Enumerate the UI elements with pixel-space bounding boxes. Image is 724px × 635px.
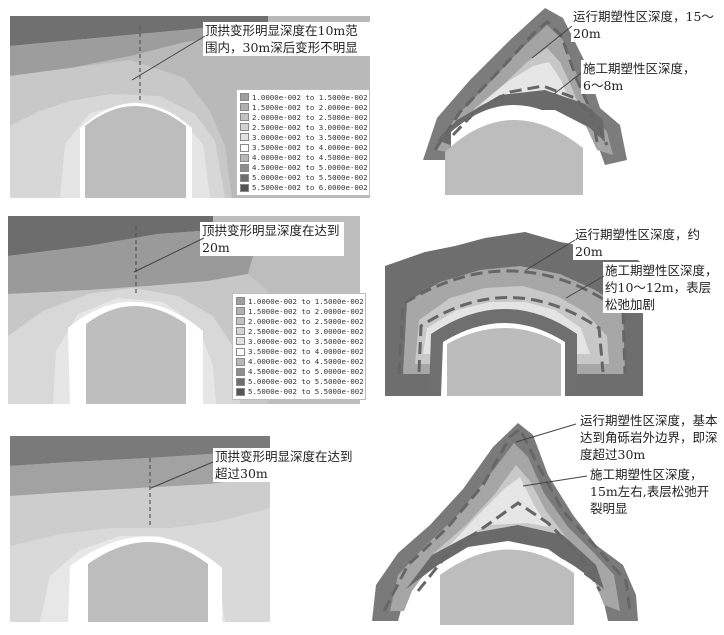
leader-line xyxy=(150,461,214,489)
legend-swatch xyxy=(240,133,249,142)
legend-swatch xyxy=(236,327,245,336)
leader-line xyxy=(515,423,577,443)
legend-item: 1.0000e-002 to 1.5000e-002 xyxy=(240,92,368,102)
plastic-zone-3 xyxy=(372,423,638,625)
legend-item: 4.0000e-002 to 4.5000e-002 xyxy=(240,153,368,163)
legend-item: 4.0000e-002 to 4.5000e-002 xyxy=(236,357,364,367)
legend-swatch xyxy=(236,387,245,396)
legend-item: 5.5000e-002 to 6.0000e-002 xyxy=(240,183,368,193)
legend-swatch xyxy=(240,153,249,162)
right-callout-bottom-1: 施工期塑性区深度，6～8m xyxy=(581,60,703,94)
plastic-zone-panel-1 xyxy=(415,0,724,200)
legend-swatch xyxy=(240,93,249,102)
right-callout-top-1: 运行期塑性区深度，15～20m xyxy=(571,8,724,42)
legend-swatch xyxy=(240,173,249,182)
legend-swatch xyxy=(240,183,249,192)
legend-swatch xyxy=(236,307,245,316)
legend-item: 5.5000e-002 to 5.5000e-002 xyxy=(236,387,364,397)
legend-swatch xyxy=(236,357,245,366)
legend-item: 3.5000e-002 to 4.0000e-002 xyxy=(236,346,364,356)
leader-line xyxy=(565,275,605,299)
legend-item: 1.0000e-002 to 1.5000e-002 xyxy=(236,296,364,306)
legend-swatch xyxy=(240,113,249,122)
leader-line xyxy=(525,239,576,271)
left-callout-2: 顶拱变形明显深度在达到20m xyxy=(200,222,344,256)
legend-item: 4.5000e-002 to 5.0000e-002 xyxy=(236,367,364,377)
legend-swatch xyxy=(240,143,249,152)
legend-item: 2.0000e-002 to 2.5000e-002 xyxy=(236,316,364,326)
displacement-contour-3 xyxy=(10,436,270,622)
leader-line xyxy=(553,72,582,95)
legend-swatch xyxy=(236,347,245,356)
legend-swatch xyxy=(236,317,245,326)
legend-item: 1.5000e-002 to 2.0000e-002 xyxy=(240,102,368,112)
legend-item: 3.0000e-002 to 3.5000e-002 xyxy=(236,336,364,346)
right-callout-bottom-3: 施工期塑性区深度，15m左右,表层松弛开裂明显 xyxy=(588,466,720,517)
plastic-zone-2 xyxy=(385,232,643,396)
right-callout-bottom-2: 施工期塑性区深度，约10～12m，表层松弛加剧 xyxy=(603,262,724,313)
legend-item: 5.0000e-002 to 5.5000e-002 xyxy=(236,377,364,387)
legend-swatch xyxy=(236,367,245,376)
legend-swatch xyxy=(240,103,249,112)
legend-swatch xyxy=(236,297,245,306)
legend-item: 4.5000e-002 to 5.0000e-002 xyxy=(240,163,368,173)
contour-panel-3 xyxy=(10,436,270,622)
legend-item: 2.5000e-002 to 3.0000e-002 xyxy=(236,326,364,336)
legend-item: 2.5000e-002 to 3.0000e-002 xyxy=(240,122,368,132)
legend-2: 1.0000e-002 to 1.5000e-002 1.5000e-002 t… xyxy=(232,293,366,400)
leader-line xyxy=(131,35,206,81)
leader-line xyxy=(522,475,588,487)
legend-item: 5.0000e-002 to 5.5000e-002 xyxy=(240,173,368,183)
legend-swatch xyxy=(240,163,249,172)
left-callout-1: 顶拱变形明显深度在10m范围内，30m深后变形不明显 xyxy=(203,22,372,56)
plastic-zone-panel-2 xyxy=(385,224,645,396)
legend-1: 1.0000e-002 to 1.5000e-002 1.5000e-002 t… xyxy=(236,89,370,196)
right-callout-top-3: 运行期塑性区深度，基本达到角砾岩外边界，即深度超过30m xyxy=(578,412,720,463)
left-callout-3: 顶拱变形明显深度在达到超过30m xyxy=(213,448,357,482)
right-callout-top-2: 运行期塑性区深度，约20m xyxy=(573,226,707,260)
plastic-zone-panel-3 xyxy=(368,415,648,625)
legend-swatch xyxy=(240,123,249,132)
legend-item: 1.5000e-002 to 2.0000e-002 xyxy=(236,306,364,316)
legend-item: 3.0000e-002 to 3.5000e-002 xyxy=(240,132,368,142)
legend-item: 3.5000e-002 to 4.0000e-002 xyxy=(240,142,368,152)
legend-item: 2.0000e-002 to 2.5000e-002 xyxy=(240,112,368,122)
leader-line xyxy=(133,237,205,273)
leader-line xyxy=(531,25,573,59)
legend-swatch xyxy=(236,337,245,346)
plastic-zone-1 xyxy=(423,8,627,195)
legend-swatch xyxy=(236,377,245,386)
